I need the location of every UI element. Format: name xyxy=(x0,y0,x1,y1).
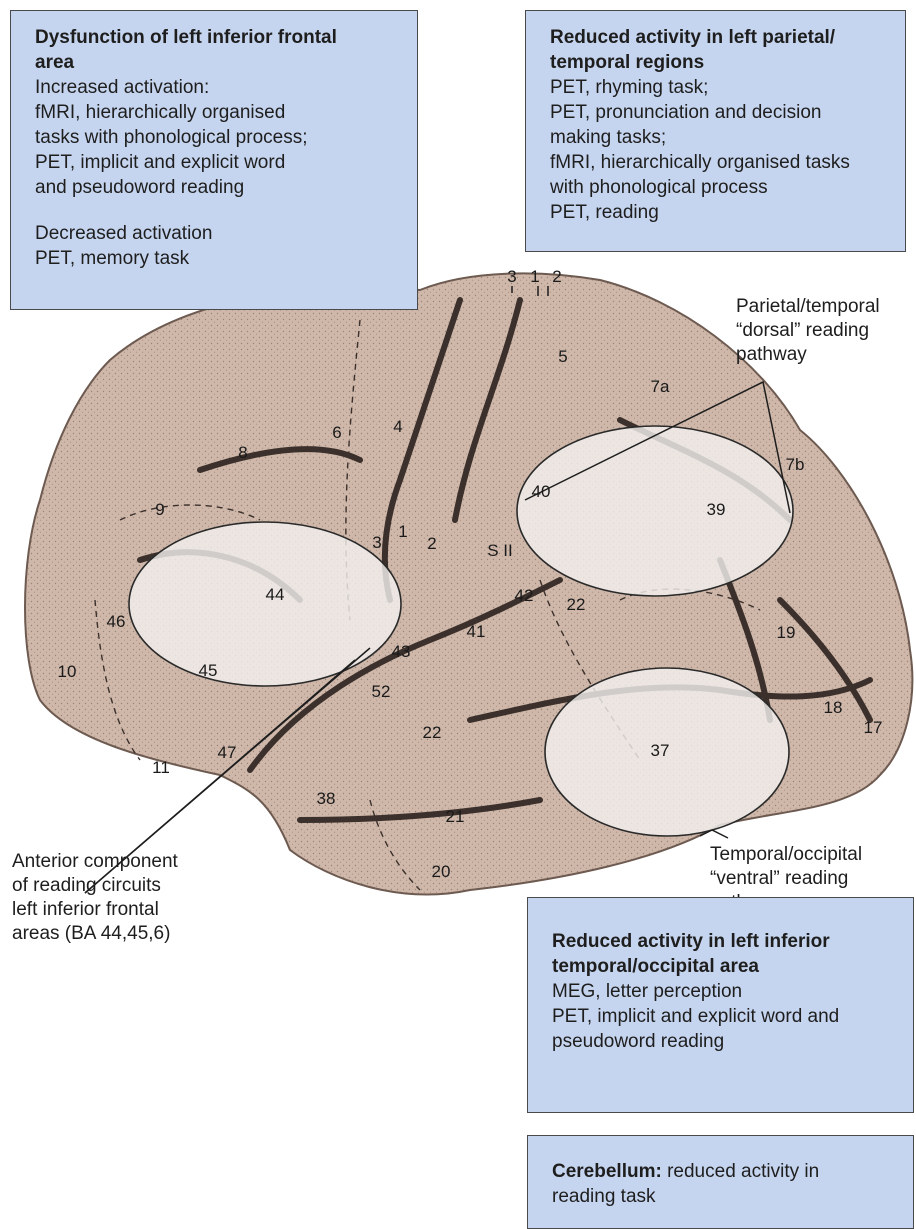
area-label-40: 40 xyxy=(532,482,551,501)
occipital-box-title-line-2: temporal/occipital area xyxy=(552,954,899,979)
area-label-20: 20 xyxy=(432,862,451,881)
area-label-37: 37 xyxy=(651,741,670,760)
cerebellum-box-line-2: reading task xyxy=(552,1184,899,1209)
frontal-box-title-line-1: Dysfunction of left inferior frontal xyxy=(35,25,403,50)
cerebellum-box: Cerebellum: reduced activity in reading … xyxy=(527,1135,914,1229)
parietal-box-line-1: PET, rhyming task; xyxy=(550,75,891,100)
temporal-occipital-box: Reduced activity in left inferior tempor… xyxy=(527,897,914,1113)
area-label-44: 44 xyxy=(266,585,285,604)
frontal-box-line-4: PET, implicit and explicit word xyxy=(35,150,403,175)
frontal-box-line-2: fMRI, hierarchically organised xyxy=(35,100,403,125)
parietal-temporal-box: Reduced activity in left parietal/ tempo… xyxy=(525,10,906,252)
area-label-7a: 7a xyxy=(651,377,670,396)
area-label-8: 8 xyxy=(238,443,247,462)
area-label-6: 6 xyxy=(332,423,341,442)
area-label-22-upper: 22 xyxy=(567,595,586,614)
parietal-box-line-3: making tasks; xyxy=(550,125,891,150)
area-label-5: 5 xyxy=(558,347,567,366)
area-label-38: 38 xyxy=(317,789,336,808)
area-label-3: 3 xyxy=(372,533,381,552)
dorsal-label-line-2: “dorsal” reading xyxy=(736,319,880,343)
frontal-box-title-line-2: area xyxy=(35,50,403,75)
frontal-box-line-6: Decreased activation xyxy=(35,221,403,246)
area-label-sII: S II xyxy=(487,541,513,560)
frontal-dysfunction-box: Dysfunction of left inferior frontal are… xyxy=(10,10,418,310)
area-label-41: 41 xyxy=(467,622,486,641)
frontal-box-line-5: and pseudoword reading xyxy=(35,175,403,200)
anterior-label-line-2: of reading circuits xyxy=(12,874,178,898)
area-label-17: 17 xyxy=(864,718,883,737)
area-label-9: 9 xyxy=(155,500,164,519)
cerebellum-box-text-first: reduced activity in xyxy=(667,1161,819,1182)
anterior-label-line-3: left inferior frontal xyxy=(12,898,178,922)
occipital-box-line-3: pseudoword reading xyxy=(552,1029,899,1054)
area-label-21: 21 xyxy=(446,807,465,826)
area-label-22-lower: 22 xyxy=(423,723,442,742)
parietal-box-line-4: fMRI, hierarchically organised tasks xyxy=(550,150,891,175)
area-label-18: 18 xyxy=(824,698,843,717)
occipital-box-title-line-1: Reduced activity in left inferior xyxy=(552,929,899,954)
parietal-box-title-line-2: temporal regions xyxy=(550,50,891,75)
area-label-7b: 7b xyxy=(786,455,805,474)
anterior-label-line-1: Anterior component xyxy=(12,850,178,874)
area-label-47: 47 xyxy=(218,743,237,762)
area-label-1: 1 xyxy=(398,522,407,541)
area-label-46: 46 xyxy=(107,612,126,631)
frontal-box-line-3: tasks with phonological process; xyxy=(35,125,403,150)
area-label-2: 2 xyxy=(427,534,436,553)
area-label-4: 4 xyxy=(393,417,402,436)
cerebellum-box-title: Cerebellum: xyxy=(552,1161,662,1182)
anterior-component-label: Anterior component of reading circuits l… xyxy=(12,850,178,946)
dorsal-label-line-3: pathway xyxy=(736,343,880,367)
area-label-45: 45 xyxy=(199,661,218,680)
occipital-box-line-1: MEG, letter perception xyxy=(552,979,899,1004)
frontal-box-line-7: PET, memory task xyxy=(35,246,403,271)
area-label-1-top: 1 xyxy=(530,267,539,286)
frontal-highlight xyxy=(129,522,401,686)
area-label-19: 19 xyxy=(777,623,796,642)
area-label-11: 11 xyxy=(152,758,170,777)
occipital-box-line-2: PET, implicit and explicit word and xyxy=(552,1004,899,1029)
area-label-39: 39 xyxy=(707,500,726,519)
ventral-label-line-1: Temporal/occipital xyxy=(710,843,862,867)
parietal-box-line-5: with phonological process xyxy=(550,175,891,200)
area-label-2-top: 2 xyxy=(552,267,561,286)
area-label-10: 10 xyxy=(58,662,77,681)
area-label-3-top: 3 xyxy=(507,267,516,286)
parietal-box-title-line-1: Reduced activity in left parietal/ xyxy=(550,25,891,50)
cerebellum-box-line-1: Cerebellum: reduced activity in xyxy=(552,1159,899,1184)
anterior-label-line-4: areas (BA 44,45,6) xyxy=(12,922,178,946)
area-label-52: 52 xyxy=(372,682,391,701)
parietal-box-line-6: PET, reading xyxy=(550,200,891,225)
parietal-box-line-2: PET, pronunciation and decision xyxy=(550,100,891,125)
area-label-43: 43 xyxy=(392,642,411,661)
parietal-highlight xyxy=(517,426,793,596)
ventral-label-line-2: “ventral” reading xyxy=(710,867,862,891)
dorsal-label-line-1: Parietal/temporal xyxy=(736,295,880,319)
area-label-42: 42 xyxy=(515,586,534,605)
frontal-box-line-1: Increased activation: xyxy=(35,75,403,100)
dorsal-pathway-label: Parietal/temporal “dorsal” reading pathw… xyxy=(736,295,880,367)
